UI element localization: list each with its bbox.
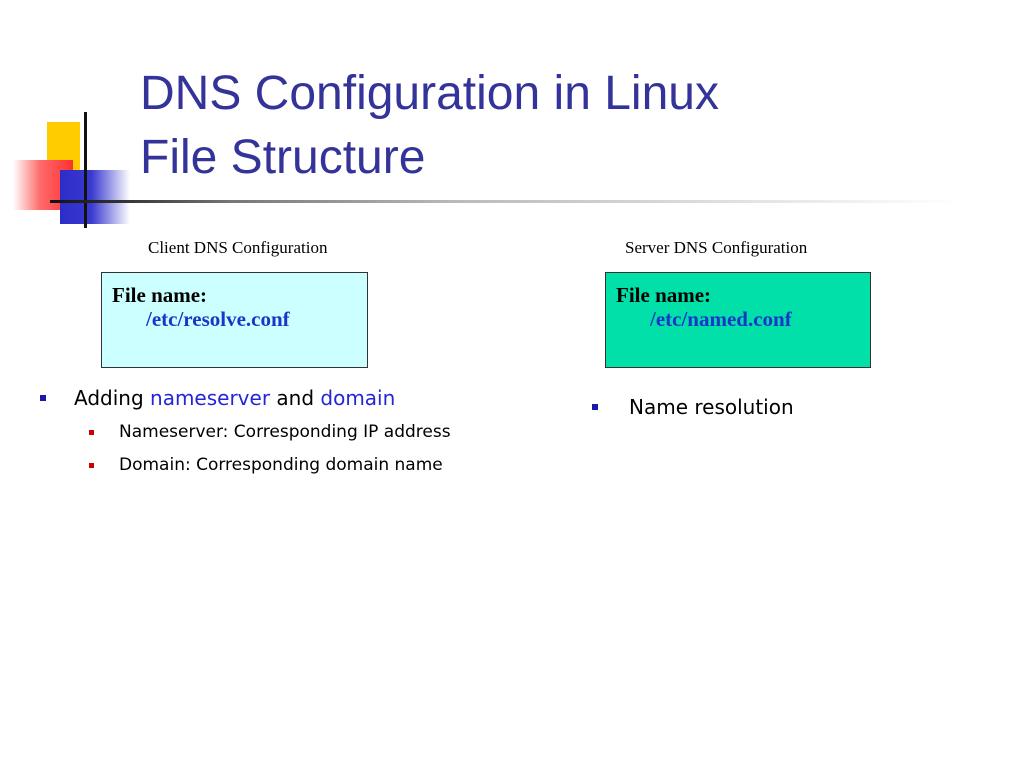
decor-blue-square: [60, 170, 130, 224]
slide-title-line2: File Structure: [140, 131, 426, 184]
server-bullet-text: Name resolution: [629, 395, 794, 419]
client-file-path: /etc/resolve.conf: [146, 307, 290, 331]
client-bullet-text: Adding nameserver and domain: [40, 384, 395, 412]
decor-vertical-line: [84, 112, 87, 228]
bullet-square-icon: [592, 404, 598, 410]
client-file-label: File name:: [112, 283, 208, 307]
list-item: Name resolution: [592, 393, 794, 421]
list-item: Adding nameserver and domain: [40, 384, 451, 412]
list-item: Domain: Corresponding domain name: [40, 453, 451, 477]
sub-bullet-text: Nameserver: Corresponding IP address: [119, 422, 451, 442]
sub-bullet-square-icon: [89, 430, 94, 435]
sub-bullet-text: Domain: Corresponding domain name: [119, 455, 443, 475]
client-caption: Client DNS Configuration: [148, 238, 328, 257]
bullet-middle: and: [270, 386, 321, 410]
sub-bullet-square-icon: [89, 463, 94, 468]
title-underline: [50, 200, 960, 203]
bullet-prefix: Adding: [74, 386, 151, 410]
server-file-path: /etc/named.conf: [650, 307, 792, 331]
slide-title-line1: DNS Configuration in Linux: [140, 67, 719, 120]
client-file-box: File name: /etc/resolve.conf: [101, 272, 368, 368]
term-nameserver: nameserver: [150, 386, 271, 410]
list-item: Nameserver: Corresponding IP address: [40, 420, 451, 444]
client-bullet-list: Adding nameserver and domain Nameserver:…: [40, 384, 451, 477]
term-domain: domain: [320, 386, 396, 410]
server-file-box: File name: /etc/named.conf: [605, 272, 871, 368]
slide-title: DNS Configuration in Linux File Structur…: [140, 62, 719, 190]
bullet-square-icon: [40, 395, 46, 401]
server-caption: Server DNS Configuration: [625, 238, 808, 257]
server-bullet-list: Name resolution: [592, 393, 794, 421]
server-file-label: File name:: [616, 283, 712, 307]
